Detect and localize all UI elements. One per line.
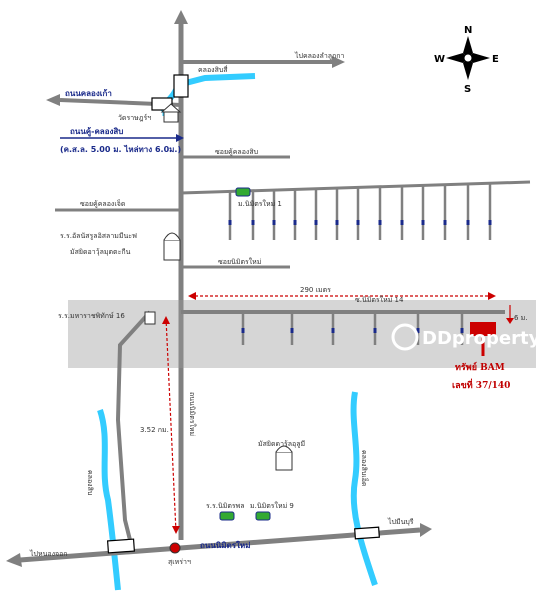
upper-soi-branches (228, 183, 492, 240)
main-branch-marker (416, 328, 420, 333)
car-icon-upper (235, 187, 251, 197)
label-canal-right: คลองสิบเอ็ด (360, 450, 369, 486)
car-icon-market (219, 511, 235, 521)
label-canal-left: คลองสิบ (86, 470, 94, 495)
label-info-title: ถนนคู้-คลองสิบ (70, 126, 123, 137)
bridge-bottom-left (106, 538, 136, 554)
label-shop: ม.นิมิตรใหม่ 9 (250, 501, 294, 510)
label-distance-top: 290 เมตร (300, 286, 331, 294)
watermark-text: DDproperty (422, 328, 536, 349)
mosque-icon-upper (163, 232, 181, 261)
distance-left-arrow-top (162, 316, 170, 324)
label-top-right: ไปคลองลำลูกกา (294, 51, 345, 60)
main-branch-marker (373, 328, 377, 333)
distance-top-arrow-left (188, 292, 196, 300)
main-branch-marker (290, 328, 294, 333)
label-bottom-point: สุเหร่าฯ (168, 558, 191, 566)
label-school2: ร.ร.มหาราชพิทักษ์ 16 (58, 312, 125, 320)
label-bottom-right: ไปมีนบุรี (387, 517, 414, 526)
property-title: ทรัพย์ BAM (455, 361, 505, 373)
distance-left-line (165, 317, 177, 533)
label-soi-a: ซอยคู้คลองสิบ (215, 148, 258, 156)
upper-branch-marker (421, 220, 425, 225)
upper-branch-marker (272, 220, 276, 225)
label-bottom-left: ไปหนองจอก (29, 549, 68, 558)
bottom-road-arrow-left (6, 553, 22, 567)
label-market: ร.ร.นิมิตรพล (206, 502, 245, 510)
compass-e: E (492, 54, 499, 65)
bottom-road-arrow-right (420, 523, 432, 537)
upper-branch-marker (335, 220, 339, 225)
poi-icon-bottom (169, 542, 181, 554)
label-klong: คลองสิบสี่ (198, 65, 228, 74)
width-arrow-head (506, 318, 514, 324)
road-arrow-top (174, 10, 188, 24)
label-width: 6 ม. (514, 314, 528, 322)
property-lot: เลขที่ 37/140 (452, 378, 510, 391)
label-thanon-left: ถนนคลองเก้า (65, 88, 112, 98)
upper-branch-marker (314, 220, 318, 225)
bottom-road (19, 527, 421, 563)
upper-branch-marker (443, 220, 447, 225)
main-branch-marker (241, 328, 245, 333)
distance-left-arrow-bottom (172, 526, 180, 534)
label-mosque1: มัสยิดอาวุ้ลมุตตะกีน (70, 248, 131, 256)
label-wat: วัดราษฎร์ฯ (118, 114, 151, 122)
upper-soi-road (180, 180, 531, 195)
label-bottom-road: ถนนนิมิตรใหม่ (200, 540, 250, 550)
label-vertical-road: ถนนนิมิตรใหม่ (188, 392, 197, 436)
upper-branch-marker (400, 220, 404, 225)
label-info-spec: (ค.ส.ล. 5.00 ม. ไหล่ทาง 6.0ม.) (60, 144, 181, 154)
main-soi-branches (241, 312, 464, 345)
bridge-top (173, 74, 189, 98)
canal-right (350, 391, 378, 586)
property-marker (470, 322, 496, 356)
road-arrow-left-upper (46, 94, 60, 106)
road-left-lower (115, 310, 152, 541)
compass-w: W (434, 54, 445, 65)
label-mosque2: มัสยิดดารุ้ลอุลูมี (258, 440, 305, 448)
label-upper-shop: ม.นิมิตรใหม่ 1 (238, 199, 282, 208)
upper-branch-marker (378, 220, 382, 225)
school-icon-left (144, 311, 156, 325)
main-branch-marker (331, 328, 335, 333)
label-main-soi: ซ.นิมิตรใหม่ 14 (355, 295, 404, 304)
road-arrow-right-top (332, 56, 345, 68)
label-distance-left: 3.52 กม. (140, 426, 169, 434)
car-icon-shop (255, 511, 271, 521)
upper-branch-marker (488, 220, 492, 225)
label-soi-b: ซอยคู้คลองเจ็ด (80, 199, 125, 208)
bridge-bottom-right (354, 526, 380, 540)
canal-left (97, 409, 121, 591)
upper-branch-marker (228, 220, 232, 225)
upper-branch-marker (293, 220, 297, 225)
main-branch-marker (460, 328, 464, 333)
info-arrow-head (176, 134, 184, 142)
upper-branch-marker (356, 220, 360, 225)
upper-branch-marker (251, 220, 255, 225)
label-soi-c: ซอยนิมิตรใหม่ (218, 257, 261, 266)
distance-top-arrow-right (488, 292, 496, 300)
mosque-icon-lower (275, 445, 293, 471)
temple-icon (160, 103, 182, 123)
compass-icon: N S E W (434, 25, 499, 95)
watermark: DDproperty (391, 323, 536, 351)
upper-branch-marker (466, 220, 470, 225)
compass-s: S (464, 84, 471, 95)
compass-n: N (464, 25, 472, 36)
label-school1: ร.ร.อัลนัสรูลอิสลามมีนะฟ (60, 232, 137, 240)
